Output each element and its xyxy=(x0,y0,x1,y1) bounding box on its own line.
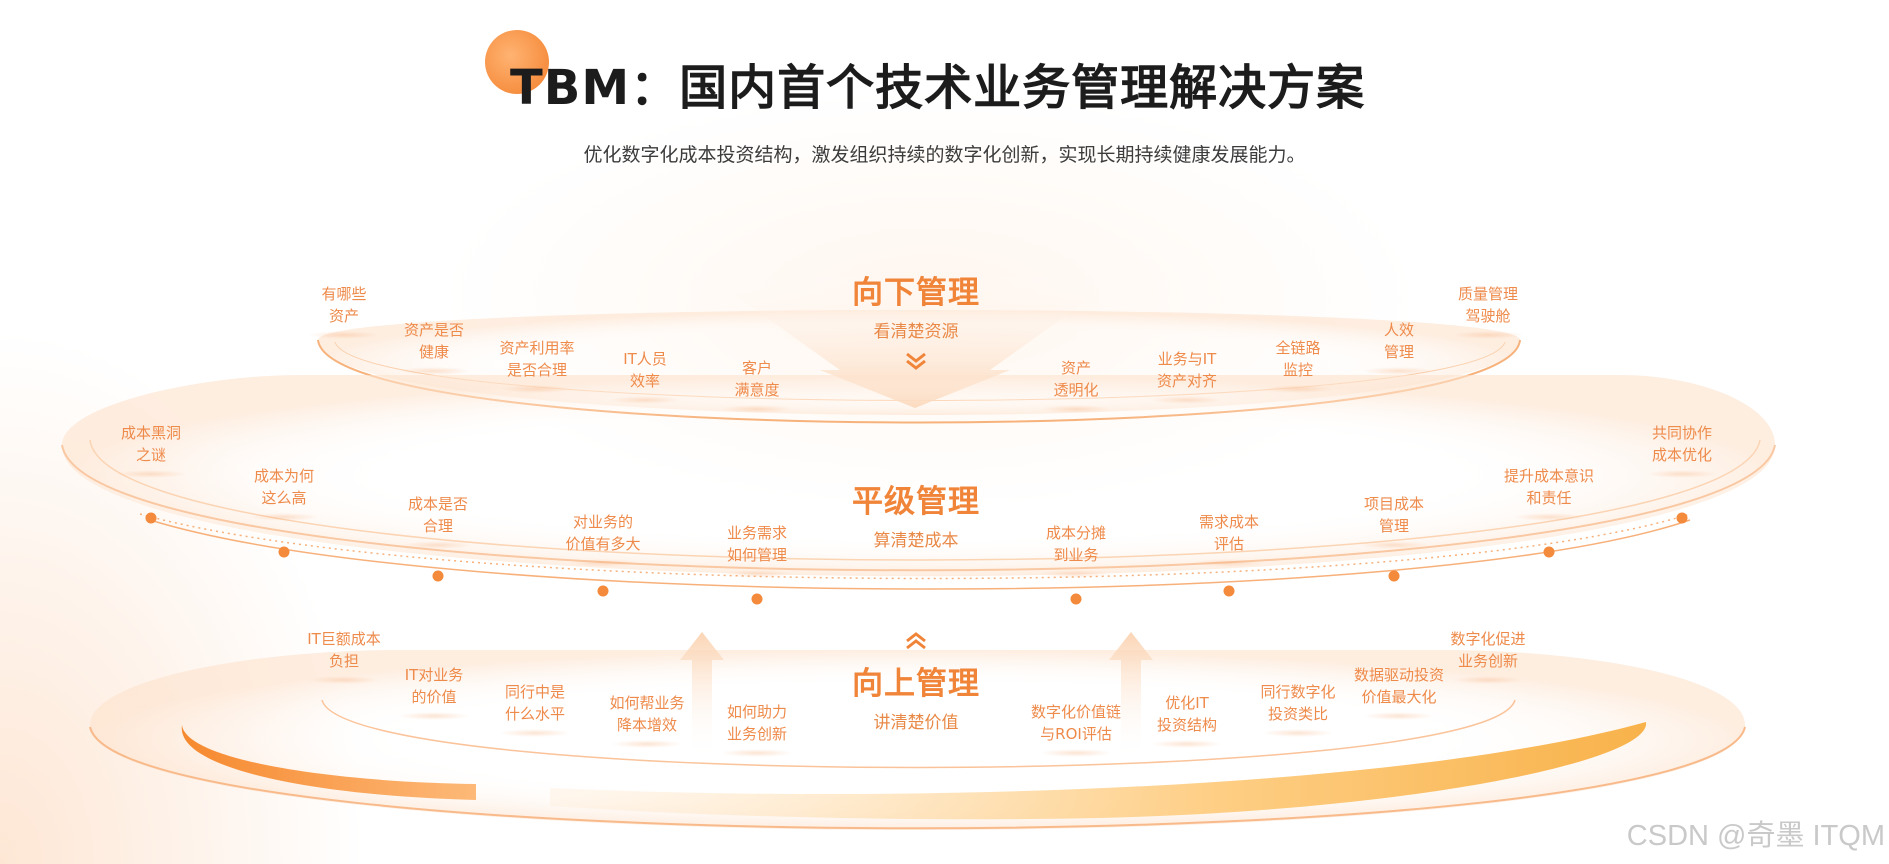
dot-9 xyxy=(1544,547,1555,558)
top-tier-subtitle: 看清楚资源 xyxy=(786,317,1046,342)
middle-tier-title: 平级管理 xyxy=(786,476,1046,521)
dot-8 xyxy=(1389,571,1400,582)
page-title: TBM：国内首个技术业务管理解决方案 xyxy=(510,48,1410,118)
middle-label-5: 业务需求 如何管理 xyxy=(672,522,842,578)
middle-label-10: 共同协作 成本优化 xyxy=(1597,422,1767,478)
middle-label-6: 成本分摊 到业务 xyxy=(991,522,1161,578)
top-label-10: 质量管理 驾驶舱 xyxy=(1403,283,1573,339)
dot-4 xyxy=(598,586,609,597)
dot-7 xyxy=(1224,586,1235,597)
dot-10 xyxy=(1677,513,1688,524)
middle-label-8: 项目成本 管理 xyxy=(1309,493,1479,549)
dot-5 xyxy=(752,594,763,605)
watermark-text: CSDN @奇墨 ITQM xyxy=(1627,812,1885,854)
top-label-5: 客户 满意度 xyxy=(672,357,842,413)
bottom-label-5: 如何助力 业务创新 xyxy=(672,701,842,757)
top-tier-title: 向下管理 xyxy=(786,267,1046,312)
dot-3 xyxy=(433,571,444,582)
up-chevron-icon xyxy=(907,634,925,648)
bottom-label-10: 数字化促进 业务创新 xyxy=(1403,628,1573,684)
page-subtitle: 优化数字化成本投资结构，激发组织持续的数字化创新，实现长期持续健康发展能力。 xyxy=(0,140,1889,167)
middle-label-2: 成本为何 这么高 xyxy=(199,465,369,521)
middle-label-3: 成本是否 合理 xyxy=(353,493,523,549)
dot-1 xyxy=(146,513,157,524)
middle-label-7: 需求成本 评估 xyxy=(1144,511,1314,567)
dot-6 xyxy=(1071,594,1082,605)
middle-label-4: 对业务的 价值有多大 xyxy=(518,511,688,567)
bottom-tier-title: 向上管理 xyxy=(786,658,1046,703)
dot-2 xyxy=(279,547,290,558)
